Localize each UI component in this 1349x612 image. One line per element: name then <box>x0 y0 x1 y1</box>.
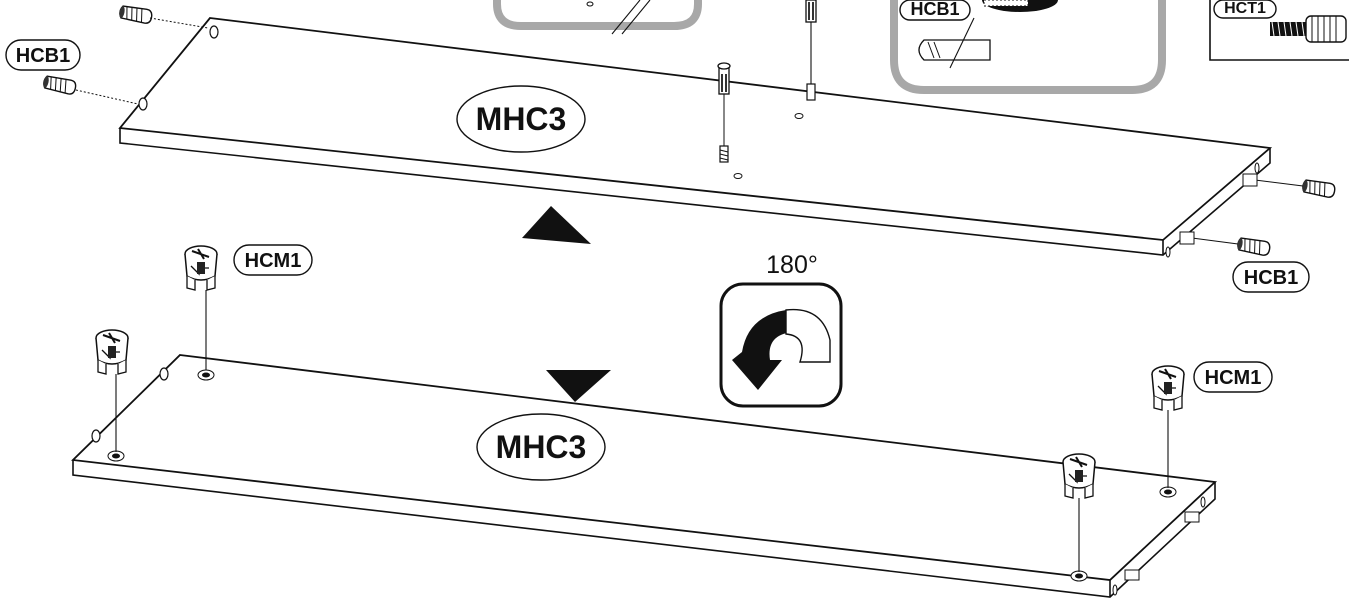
arrow-up-icon <box>522 206 591 244</box>
dowel-icon <box>117 3 209 29</box>
svg-text:HCT1: HCT1 <box>1224 0 1266 17</box>
hcm1-right-label: HCM1 <box>1193 361 1273 393</box>
dowel-icon <box>1179 231 1272 257</box>
cam-bolt-icon <box>805 0 817 101</box>
svg-text:HCB1: HCB1 <box>1244 267 1298 289</box>
rotate-180-icon: 180° <box>719 251 843 408</box>
svg-text:MHC3: MHC3 <box>476 101 567 137</box>
cam-bolt-icon <box>1270 15 1347 43</box>
cam-lock-icon <box>95 329 129 452</box>
arrow-down-icon <box>546 370 611 402</box>
inset-detail-3: HCT1 <box>1209 0 1349 61</box>
dowel-icon <box>1242 173 1337 199</box>
svg-text:HCM1: HCM1 <box>245 250 302 272</box>
svg-text:HCB1: HCB1 <box>16 45 70 67</box>
svg-text:HCB1: HCB1 <box>910 0 959 19</box>
hcb1-right-label: HCB1 <box>1232 261 1310 293</box>
inset-detail-1 <box>493 0 702 35</box>
dowel-icon <box>41 73 139 105</box>
svg-text:MHC3: MHC3 <box>496 429 587 465</box>
cam-lock-icon <box>184 245 218 370</box>
svg-text:HCM1: HCM1 <box>1205 367 1262 389</box>
hcm1-left-label: HCM1 <box>233 244 313 276</box>
hcb1-left-label: HCB1 <box>5 39 81 71</box>
panel-bottom-label: MHC3 <box>476 413 606 481</box>
svg-text:180°: 180° <box>766 251 818 279</box>
cam-lock-icon <box>1151 365 1185 488</box>
panel-top-label: MHC3 <box>456 85 586 153</box>
panel-top <box>118 17 1273 258</box>
panel-bottom <box>71 354 1218 598</box>
inset-detail-2: HCB1 <box>890 0 1166 94</box>
cam-lock-icon <box>1062 453 1096 572</box>
